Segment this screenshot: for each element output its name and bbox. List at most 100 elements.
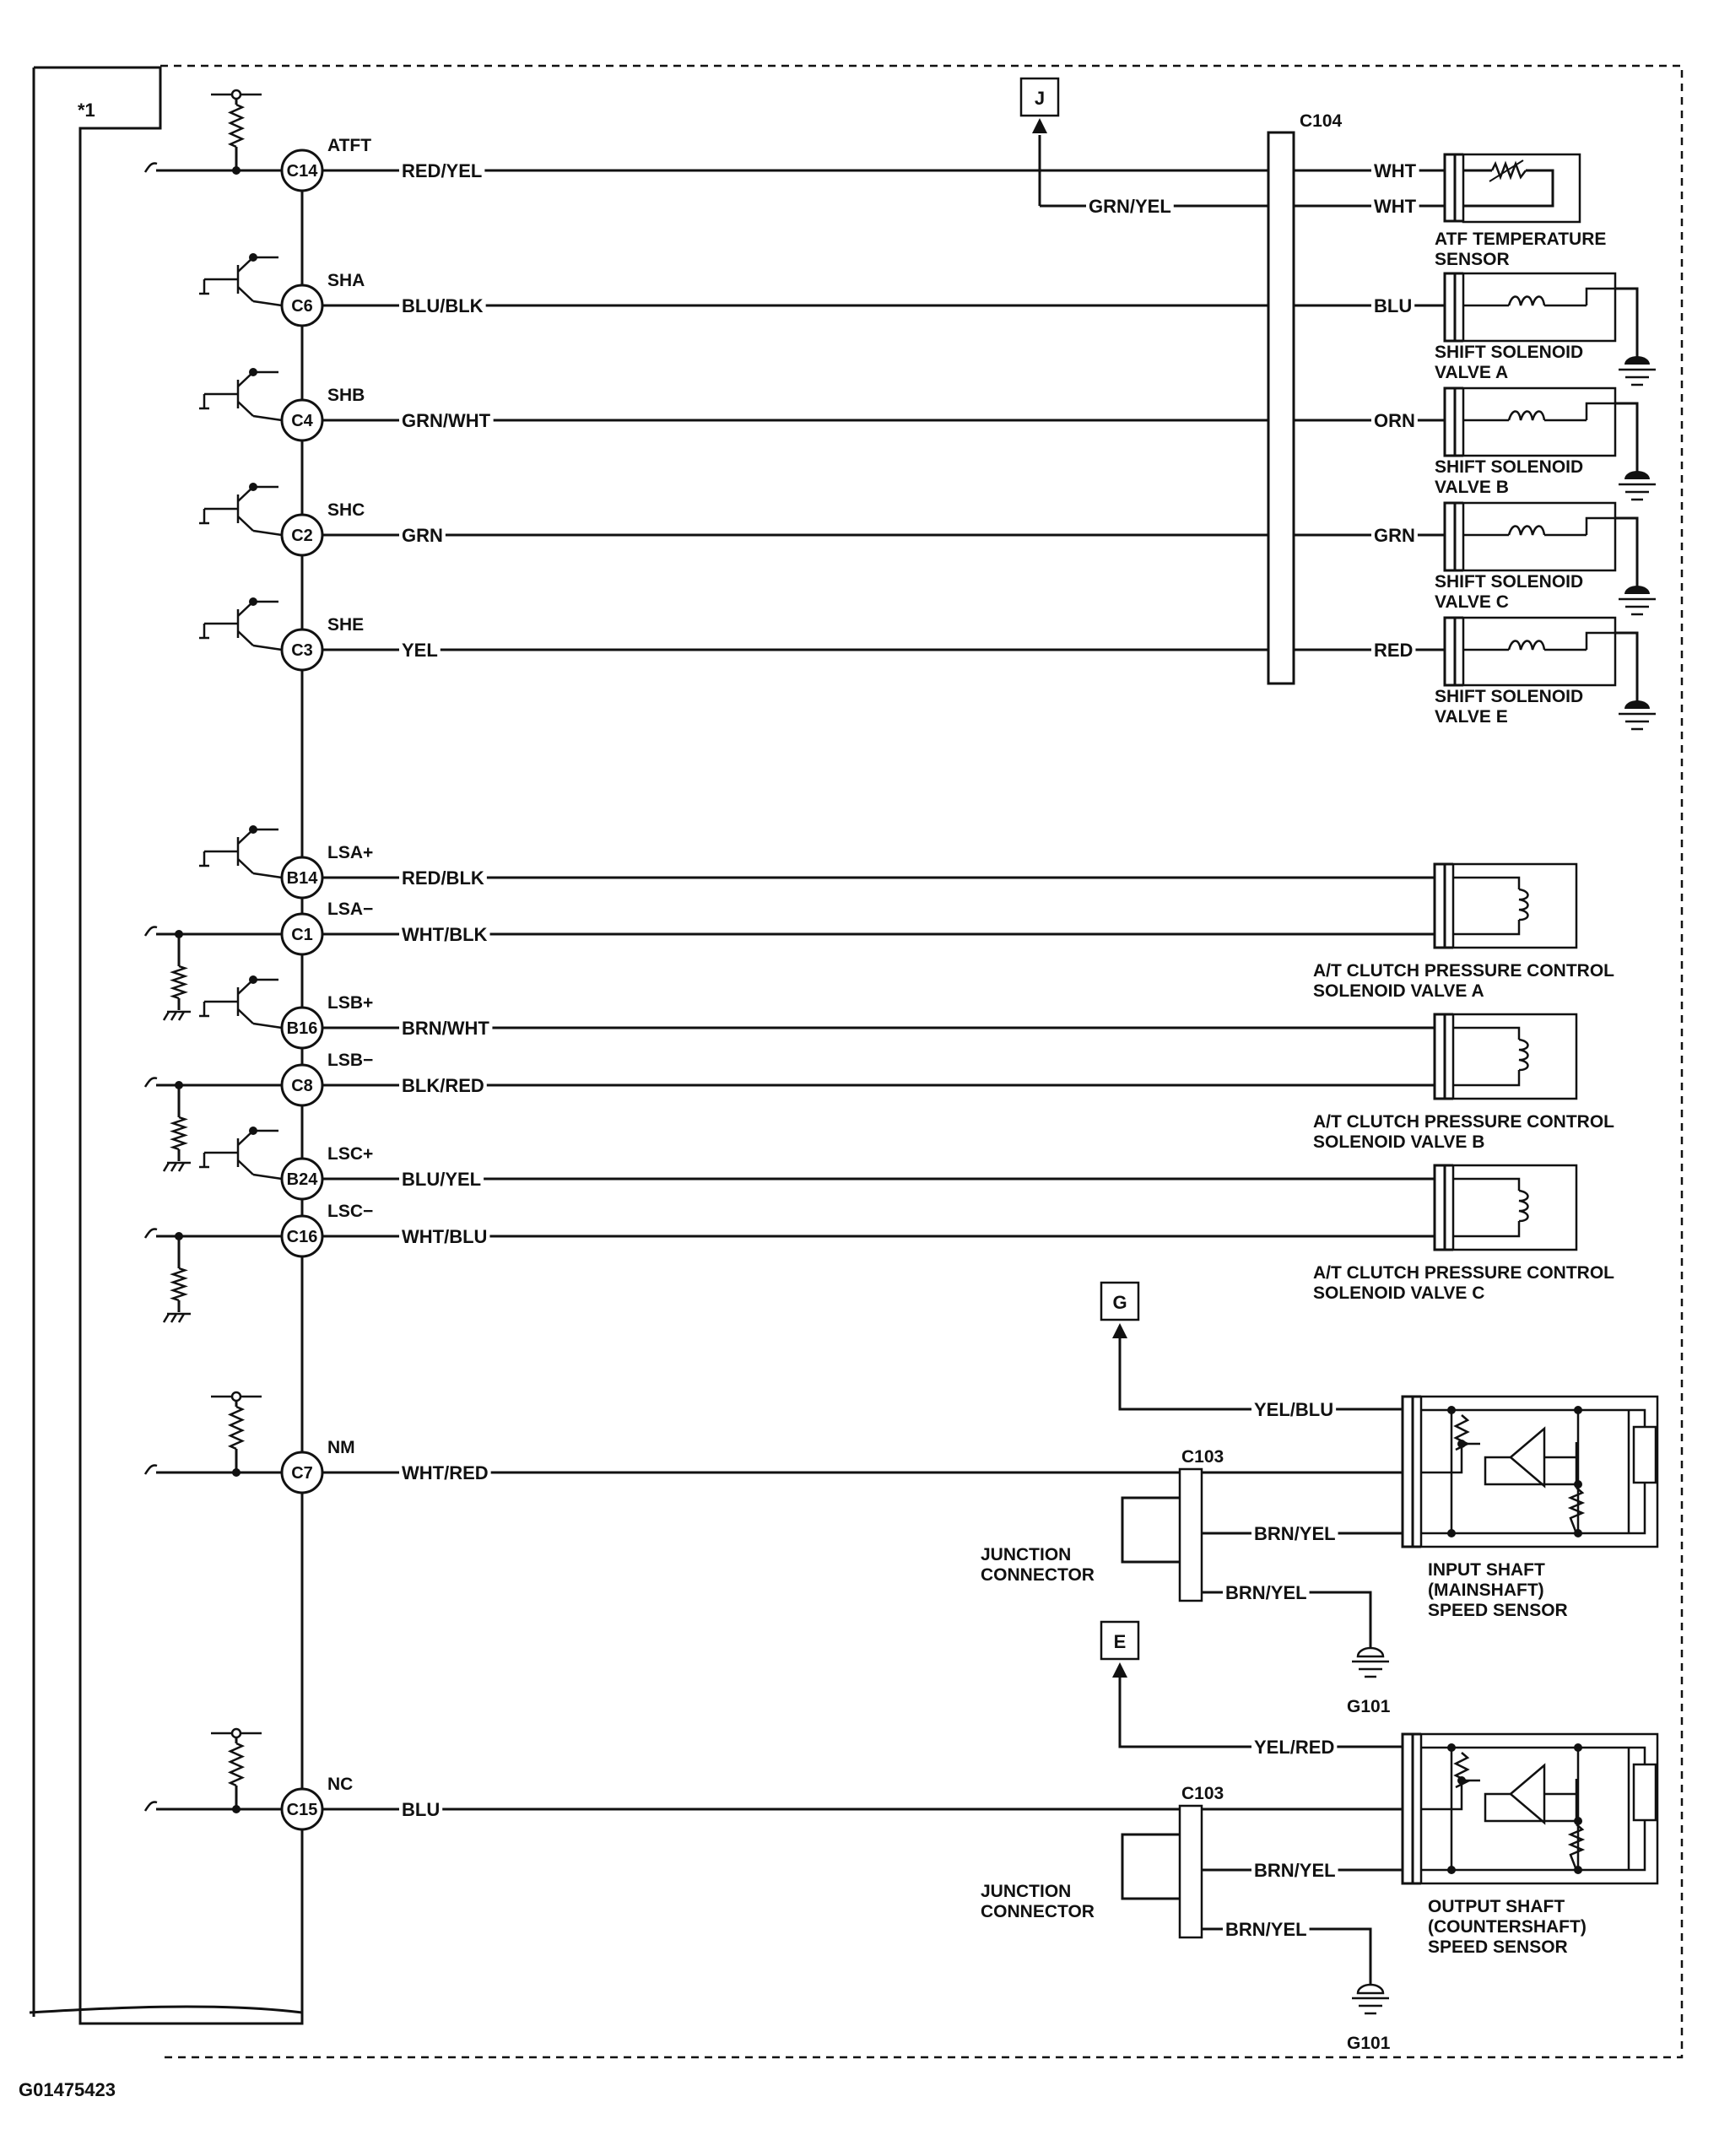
wire-break-mark: [143, 926, 158, 937]
transistor-driver-icon: [199, 1129, 283, 1181]
component-label-shc-line: VALVE C: [1435, 592, 1509, 612]
outer-dashed-border: [160, 64, 1684, 2059]
junction-dot: [175, 1232, 183, 1240]
component-label-output-sensor-line: SPEED SENSOR: [1428, 1937, 1568, 1957]
junction-dot: [175, 1081, 183, 1089]
wire-color-input-branch: YEL/BLU: [1254, 1399, 1333, 1420]
wire-color-c15: BLU: [402, 1799, 440, 1820]
component-label-input-sensor: INPUT SHAFT(MAINSHAFT)SPEED SENSOR: [1428, 1560, 1568, 1620]
linear-a-inner-a: [1453, 876, 1521, 889]
junction-label-input-line: CONNECTOR: [981, 1565, 1095, 1585]
component-label-linear-b-line: A/T CLUTCH PRESSURE CONTROL: [1313, 1112, 1614, 1132]
junction-dot: [175, 930, 183, 938]
solenoid-she-return: [1585, 631, 1615, 650]
sensor-input-circuit-icon: [1421, 1408, 1657, 1535]
junction-dot: [1574, 1480, 1582, 1489]
solenoid-sha-bracket: [1443, 272, 1455, 343]
component-label-atf-sensor-line: SENSOR: [1435, 250, 1510, 269]
junction-dot: [249, 368, 257, 376]
supply-node-icon: [230, 1391, 242, 1402]
signal-label-b16: LSB+: [327, 993, 373, 1013]
pin-label-b14: B14: [287, 869, 319, 888]
label-knockout: [1371, 159, 1419, 182]
linear-b-body: [1451, 1013, 1578, 1100]
component-label-output-sensor-line: OUTPUT SHAFT: [1428, 1897, 1565, 1916]
ground-label-output: G101: [1347, 2034, 1391, 2053]
component-label-shb-line: VALVE B: [1435, 478, 1509, 497]
solenoid-shb-body: [1462, 386, 1617, 457]
junction-dot: [1447, 1406, 1456, 1414]
label-knockout: [1371, 639, 1416, 662]
label-knockout: [1223, 1581, 1310, 1604]
sensor-input-bracket-inner: [1411, 1395, 1421, 1548]
sensor-output-bracket-inner: [1411, 1732, 1421, 1885]
label-knockout: [399, 1168, 484, 1191]
label-knockout: [1251, 1736, 1338, 1759]
signal-label-c15: NC: [327, 1775, 353, 1794]
junction-dot: [1447, 1529, 1456, 1537]
linear-c-bracket: [1433, 1164, 1445, 1251]
wire-break-mark: [143, 1228, 158, 1239]
pin-label-c4: C4: [291, 412, 313, 430]
coil-icon: [1518, 888, 1529, 921]
transistor-driver-icon: [199, 978, 283, 1029]
supply-node-icon: [230, 89, 242, 100]
component-label-she-line: SHIFT SOLENOID: [1435, 687, 1583, 706]
component-label-input-sensor-line: SPEED SENSOR: [1428, 1601, 1568, 1620]
atf-sensor-bracket-inner: [1453, 153, 1463, 223]
solenoid-shb-bracket-inner: [1453, 386, 1463, 457]
label-knockout: [399, 1017, 493, 1040]
ref-box-j: [1019, 77, 1060, 117]
pin-circle-c6: [280, 284, 324, 327]
connector-c103-input: [1178, 1467, 1203, 1602]
junction-dot: [232, 1468, 241, 1477]
ground-label-input: G101: [1347, 1697, 1391, 1716]
label-knockout: [399, 1798, 443, 1821]
wire-color-c16: WHT/BLU: [402, 1226, 487, 1247]
pin-label-c1: C1: [291, 926, 313, 944]
wire-sha-label: BLU: [1374, 295, 1412, 316]
solenoid-shb-ground-lead: [1615, 402, 1639, 479]
solenoid-shb-bracket: [1443, 386, 1455, 457]
component-label-input-sensor-line: (MAINSHAFT): [1428, 1581, 1544, 1600]
wire-atf-1-label: WHT: [1374, 160, 1417, 181]
label-knockout: [399, 1225, 490, 1248]
linear-b-inner-b: [1453, 1070, 1521, 1087]
linear-c-inner-a: [1453, 1177, 1521, 1191]
pin-label-c14: C14: [287, 162, 319, 181]
pin-circle-c15: [280, 1787, 324, 1831]
pin-circle-b16: [280, 1006, 324, 1050]
figure-id: G01475423: [19, 2079, 116, 2100]
signal-label-c3: SHE: [327, 615, 364, 635]
junction-label-output-line: CONNECTOR: [981, 1902, 1095, 1921]
solenoid-shc-return: [1585, 516, 1615, 535]
pin-label-c7: C7: [291, 1464, 313, 1483]
solenoid-shc-ground-lead: [1615, 516, 1639, 594]
coil-icon: [1507, 410, 1546, 421]
transistor-driver-icon: [199, 600, 283, 651]
pin-circle-c4: [280, 398, 324, 442]
pin-label-c6: C6: [291, 297, 313, 316]
linear-b-bracket: [1433, 1013, 1445, 1100]
label-knockout: [1371, 195, 1419, 218]
chassis-ground-icon: [162, 1161, 191, 1172]
signal-label-c2: SHC: [327, 500, 365, 520]
component-label-linear-c-line: A/T CLUTCH PRESSURE CONTROL: [1313, 1263, 1614, 1283]
wire-shb-label: ORN: [1374, 410, 1415, 431]
signal-label-c1: LSA−: [327, 900, 373, 919]
label-knockout: [1086, 195, 1174, 218]
component-label-linear-b-line: SOLENOID VALVE B: [1313, 1132, 1484, 1152]
pullup-resistor-icon: [227, 1742, 246, 1787]
component-label-input-sensor-line: INPUT SHAFT: [1428, 1560, 1545, 1580]
wire-color-b24: BLU/YEL: [402, 1169, 481, 1190]
component-label-linear-a-line: SOLENOID VALVE A: [1313, 981, 1484, 1001]
sensor-output-bracket: [1401, 1732, 1413, 1885]
ground-terminal-icon: [1624, 471, 1650, 479]
junction-dot: [232, 1805, 241, 1813]
